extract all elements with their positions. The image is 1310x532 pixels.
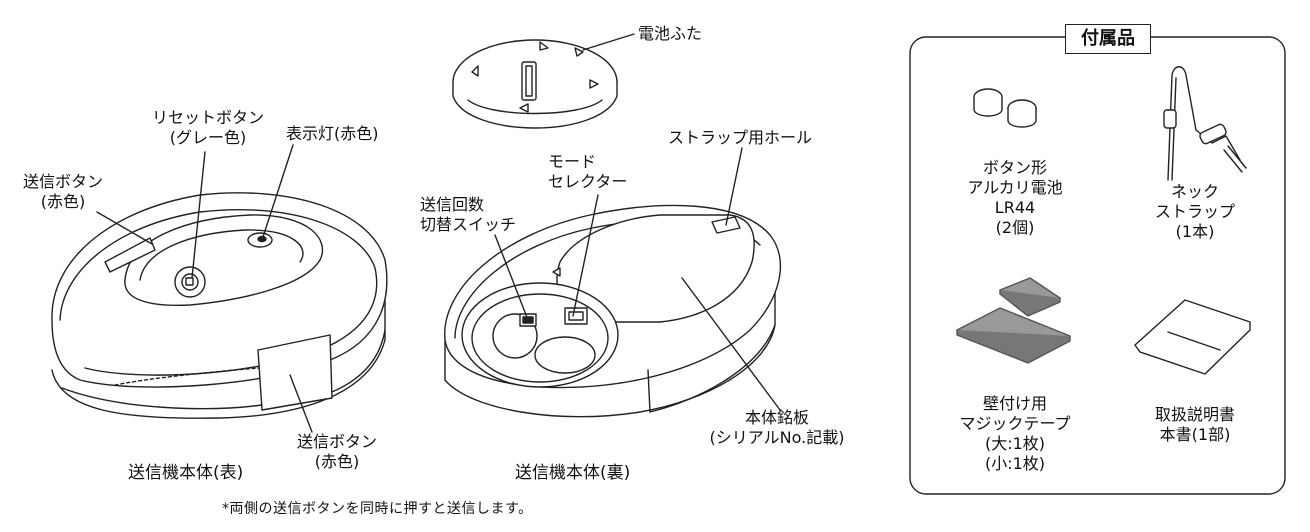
label-battery-cover: 電池ふた	[638, 24, 703, 43]
battery-cover-illustration	[452, 33, 635, 129]
caption-front-device: 送信機本体(表)	[128, 463, 244, 483]
label-accessory-strap: ネック ストラップ (1本)	[1154, 182, 1235, 241]
label-accessory-tape: 壁付け用 マジックテープ (大:1枚) (小:1枚)	[959, 394, 1071, 473]
label-send-button-left: 送信ボタン (赤色)	[22, 172, 103, 211]
label-accessory-battery: ボタン形 アルカリ電池 LR44 (2個)	[967, 158, 1063, 237]
neck-strap-illustration	[1163, 66, 1247, 181]
accessories-title: 付属品	[1065, 24, 1151, 54]
lr44-battery-illustration	[973, 88, 1037, 128]
label-accessory-manual: 取扱説明書 本書(1部)	[1154, 405, 1235, 444]
back-device-illustration	[444, 147, 782, 418]
front-device-illustration	[51, 144, 388, 433]
label-strap-hole: ストラップ用ホール	[668, 128, 813, 147]
caption-back-device: 送信機本体(裏)	[515, 463, 631, 483]
label-reset-button: リセットボタン (グレー色)	[151, 108, 264, 147]
label-send-button-right: 送信ボタン (赤色)	[296, 432, 377, 471]
label-nameplate: 本体銘板 (シリアルNo.記載)	[709, 408, 845, 447]
instruction-manual-illustration	[1134, 299, 1251, 375]
label-indicator-lamp: 表示灯(赤色)	[286, 124, 379, 143]
label-mode-selector: モード セレクター	[548, 152, 628, 191]
footnote: *両側の送信ボタンを同時に押すと送信します。	[222, 501, 533, 517]
magic-tape-illustration	[956, 277, 1071, 364]
label-count-switch: 送信回数 切替スイッチ	[420, 195, 517, 234]
